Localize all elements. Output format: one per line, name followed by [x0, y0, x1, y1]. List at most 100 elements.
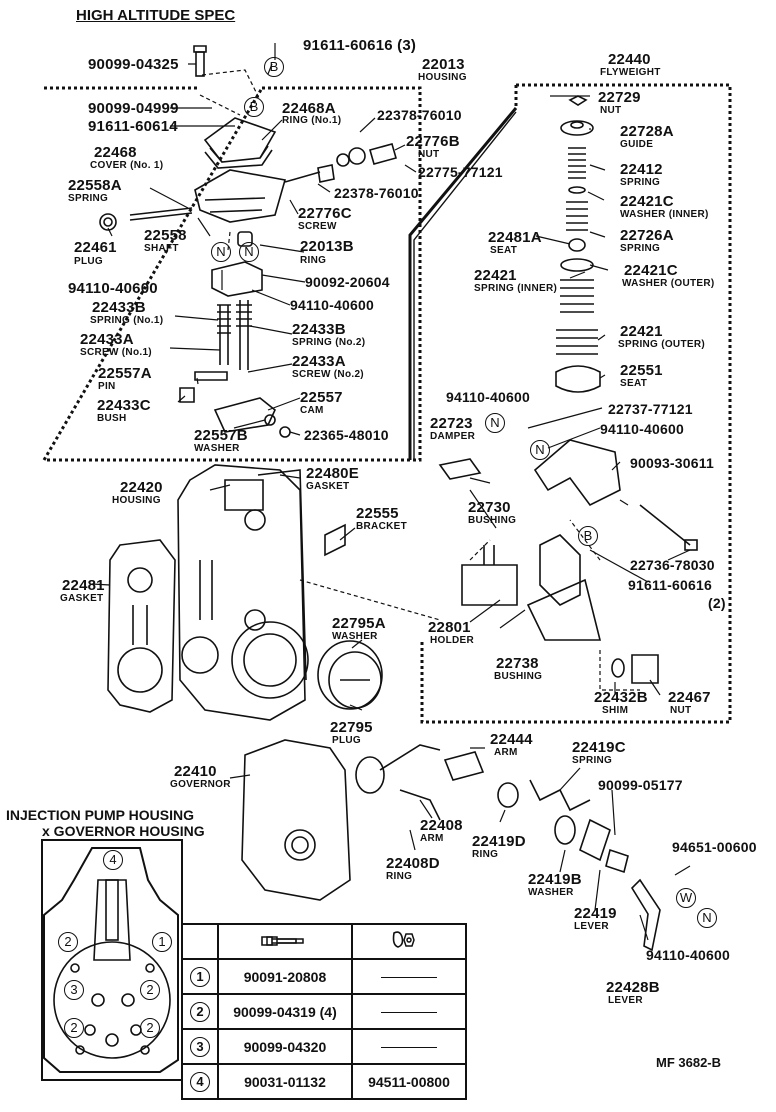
part-90092-20604: 90092-20604: [305, 274, 390, 290]
name-22557a: PIN: [98, 381, 116, 392]
part-22729: 22729: [598, 89, 641, 106]
housing-pos-1: 1: [152, 932, 172, 952]
part-22555: 22555: [356, 505, 399, 522]
nut-part: 94511-00800: [351, 1063, 467, 1100]
part-22432b: 22432B: [594, 689, 648, 706]
part-22421-outer: 22421: [620, 323, 663, 340]
name-22726a: SPRING: [620, 243, 661, 254]
name-22433c: BUSH: [97, 413, 127, 424]
name-22408d: RING: [386, 871, 413, 882]
part-22421c-outer: 22421C: [624, 262, 678, 279]
part-90099-04999: 90099-04999: [88, 100, 179, 117]
name-22795a: WASHER: [332, 631, 378, 642]
part-91611-60616-3: 91611-60616 (3): [303, 37, 417, 54]
marker-w: W: [676, 888, 696, 908]
name-22013b: RING: [300, 255, 327, 266]
part-22776b: 22776B: [406, 133, 460, 150]
part-22433b-2: 22433B: [292, 321, 346, 338]
name-22558a: SPRING: [68, 193, 109, 204]
name-22412: SPRING: [620, 177, 661, 188]
governor-sketch: [241, 739, 661, 952]
marker-n-4: N: [530, 440, 550, 460]
name-22468a: RING (No.1): [282, 115, 342, 126]
part-22468a: 22468A: [282, 100, 336, 117]
name-22795: PLUG: [332, 735, 361, 746]
name-22776b: NUT: [418, 149, 440, 160]
part-22551: 22551: [620, 362, 663, 379]
gasket-sketch: [107, 539, 176, 713]
housing-pos-2a: 2: [58, 932, 78, 952]
part-22419: 22419: [574, 905, 617, 922]
part-22461: 22461: [74, 239, 117, 256]
nut-part: [351, 958, 467, 995]
name-22410: GOVERNOR: [170, 779, 231, 790]
part-22468: 22468: [94, 144, 137, 161]
bolt-part: 90099-04320: [217, 1028, 353, 1065]
part-22728a: 22728A: [620, 123, 674, 140]
name-22728a: GUIDE: [620, 139, 654, 150]
part-91611-60614: 91611-60614: [88, 118, 178, 135]
high-altitude-box: [41, 86, 422, 462]
nut-icon: [403, 933, 415, 947]
name-22480e: GASKET: [306, 481, 350, 492]
part-22726a: 22726A: [620, 227, 674, 244]
plug-sketch: [317, 523, 383, 710]
flyweight-stack-sketch: [555, 95, 601, 393]
part-22481: 22481: [62, 577, 105, 594]
part-22433c: 22433C: [97, 397, 151, 414]
part-90099-05177: 90099-05177: [598, 777, 683, 793]
name-22558: SHAFT: [144, 243, 179, 254]
part-22420: 22420: [120, 479, 163, 496]
bolt-table: 1 90091-20808 2 90099-04319 (4) 3 90099-…: [181, 923, 467, 1100]
name-22433a-1: SCREW (No.1): [80, 347, 152, 358]
housing-pos-2c: 2: [64, 1018, 84, 1038]
name-22420: HOUSING: [112, 495, 161, 506]
part-91611-60616-2: 91611-60616: [628, 577, 712, 593]
housing-pos-3: 3: [64, 980, 84, 1000]
part-22433b-1: 22433B: [92, 299, 146, 316]
leader-lines: [91, 43, 691, 941]
part-22723: 22723: [430, 415, 473, 432]
cover-sketch: [193, 45, 277, 169]
part-22408d: 22408D: [386, 855, 440, 872]
part-22013b: 22013B: [300, 238, 354, 255]
marker-b-1: B: [264, 57, 284, 77]
bolt-table-row: 2 90099-04319 (4): [181, 993, 467, 1030]
name-22419: LEVER: [574, 921, 609, 932]
name-22557: CAM: [300, 405, 324, 416]
name-22729: NUT: [600, 105, 622, 116]
part-22378-76010-b: 22378-76010: [334, 185, 419, 201]
name-22551: SEAT: [620, 378, 648, 389]
bolt-table-row: 4 90031-01132 94511-00800: [181, 1063, 467, 1100]
part-22421-inner: 22421: [474, 267, 517, 284]
bolt-table-header: [181, 923, 467, 960]
bolt-table-row: 3 90099-04320: [181, 1028, 467, 1065]
name-22738: BUSHING: [494, 671, 543, 682]
marker-n-1: N: [211, 242, 231, 262]
name-22421c-outer: WASHER (OUTER): [622, 278, 715, 289]
name-22801: HOLDER: [430, 635, 475, 646]
housing-pos-4: 4: [103, 850, 123, 870]
part-22419c: 22419C: [572, 739, 626, 756]
name-22730: BUSHING: [468, 515, 517, 526]
marker-b-3: B: [578, 526, 598, 546]
part-94651-00600: 94651-00600: [672, 839, 757, 855]
marker-n-5: N: [697, 908, 717, 928]
flyweight-holder-sketch: [438, 439, 698, 684]
row-number: 3: [190, 1036, 210, 1057]
row-number: 4: [190, 1071, 210, 1092]
flyweight-box: [420, 83, 732, 724]
name-22481: GASKET: [60, 593, 104, 604]
injection-title-1: INJECTION PUMP HOUSING: [6, 807, 194, 823]
part-22738: 22738: [496, 655, 539, 672]
bolt-table-row: 1 90091-20808: [181, 958, 467, 995]
part-22481a: 22481A: [488, 229, 542, 246]
part-22365-48010: 22365-48010: [304, 427, 389, 443]
high-altitude-title: HIGH ALTITUDE SPEC: [76, 7, 236, 24]
housing-top-sketch: [99, 143, 397, 247]
bolt-part: 90031-01132: [217, 1063, 353, 1100]
part-22558: 22558: [144, 227, 187, 244]
part-22440: 22440: [608, 51, 651, 68]
name-22461: PLUG: [74, 256, 103, 267]
name-22433b-1: SPRING (No.1): [90, 315, 164, 326]
